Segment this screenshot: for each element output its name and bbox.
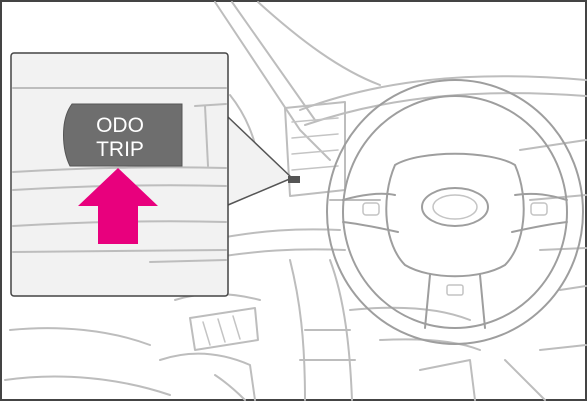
inset-panel: ODO TRIP — [11, 53, 228, 296]
odo-label: ODO — [96, 114, 144, 137]
button-location-marker — [288, 176, 300, 183]
trip-label: TRIP — [96, 138, 144, 161]
